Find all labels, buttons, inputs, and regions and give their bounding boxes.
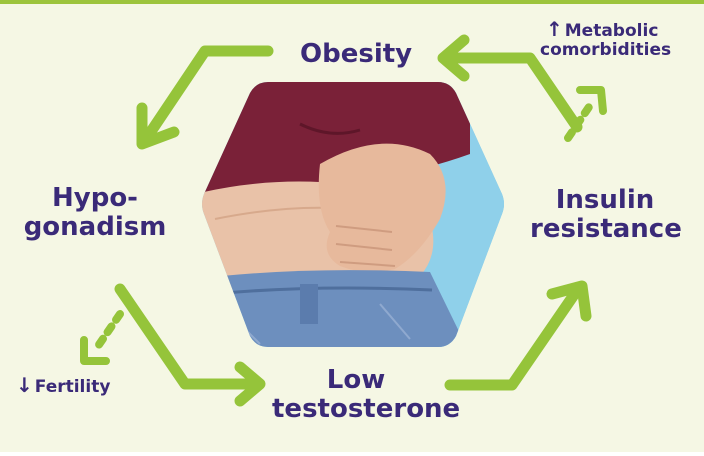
outcome-fertility: ↓Fertility	[16, 374, 110, 397]
up-arrow-icon: ↑	[546, 17, 563, 41]
node-obesity: Obesity	[300, 40, 412, 69]
node-hypo-line1: Hypo-	[20, 184, 170, 213]
node-low-testosterone: Low testosterone	[272, 366, 440, 424]
node-insulin-resistance: Insulin resistance	[530, 186, 680, 244]
node-hypo-line2: gonadism	[20, 213, 170, 242]
node-obesity-label: Obesity	[300, 39, 412, 69]
hexagon-photo	[195, 74, 520, 354]
outcome-metabolic-comorbidities: ↑Metabolic comorbidities	[540, 18, 671, 60]
node-hypogonadism: Hypo- gonadism	[20, 184, 170, 242]
dashed-arrow-fertility	[96, 314, 120, 349]
outcome-metabolic-line2: comorbidities	[540, 41, 671, 60]
outcome-fertility-label: Fertility	[35, 377, 111, 397]
node-lowt-line1: Low	[272, 366, 440, 395]
node-lowt-line2: testosterone	[272, 395, 440, 424]
node-insulin-line2: resistance	[530, 215, 680, 244]
down-arrow-icon: ↓	[16, 373, 33, 397]
node-insulin-line1: Insulin	[530, 186, 680, 215]
outcome-metabolic-line1: Metabolic	[565, 21, 659, 41]
arrow-lowt-to-insulin	[450, 289, 578, 385]
